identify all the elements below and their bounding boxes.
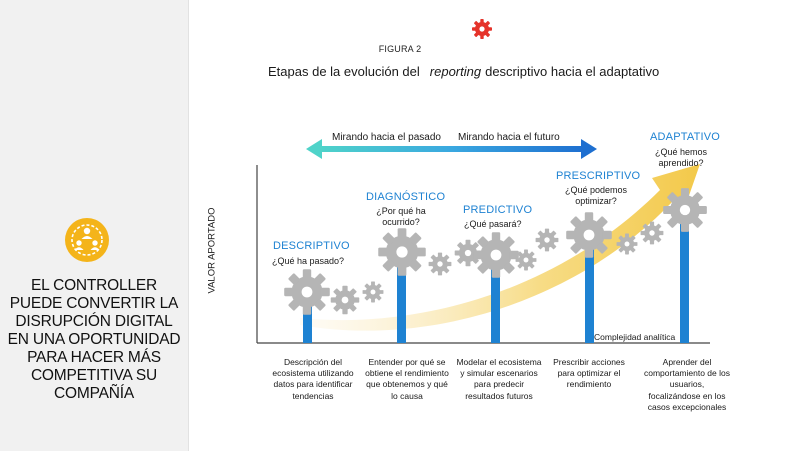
stage-question-predictivo: ¿Qué pasará?	[464, 219, 522, 229]
stage-question-diagnostico: ¿Por qué ha ocurrido?	[376, 206, 426, 227]
stage-name-predictivo: PREDICTIVO	[463, 204, 533, 216]
arrow-label-future: Mirando hacia el futuro	[458, 132, 560, 143]
stage-name-descriptivo: DESCRIPTIVO	[273, 240, 350, 252]
y-axis-label: VALOR APORTADO	[206, 207, 218, 294]
arrow-label-past: Mirando hacia el pasado	[332, 132, 441, 143]
stage-description-descriptivo: Descripción del ecosistema utilizando da…	[272, 357, 354, 401]
axes	[256, 165, 710, 344]
sidebar-statement: EL CONTROLLER PUEDE CONVERTIR LA DISRUPC…	[7, 277, 181, 402]
red-gear-icon	[472, 19, 492, 39]
stage-description-adaptativo: Aprender del comportamiento de los usuar…	[644, 357, 730, 412]
stage-description-predictivo: Modelar el ecosistema y simular escenari…	[456, 357, 542, 401]
timeline-arrow	[306, 139, 597, 159]
bar-diagnostico	[397, 255, 406, 343]
stage-name-prescriptivo: PRESCRIPTIVO	[556, 170, 641, 182]
people-network-icon	[65, 218, 109, 262]
stage-description-diagnostico: Entender por qué se obtiene el rendimien…	[365, 357, 449, 401]
bar-descriptivo	[303, 300, 312, 343]
stage-question-descriptivo: ¿Qué ha pasado?	[272, 256, 345, 266]
stage-question-prescriptivo: ¿Qué podemos optimizar?	[564, 185, 628, 206]
bar-predictivo	[491, 262, 500, 343]
figure-label: FIGURA 2	[378, 44, 422, 54]
stage-question-adaptativo: ¿Qué hemos aprendido?	[654, 147, 708, 168]
x-axis-label: Complejidad analítica	[594, 332, 676, 342]
stage-description-prescriptivo: Prescribir acciones para optimizar el re…	[553, 357, 625, 390]
sidebar-panel: EL CONTROLLER PUEDE CONVERTIR LA DISRUPC…	[0, 0, 189, 451]
stage-bars	[303, 220, 689, 343]
bar-prescriptivo	[585, 242, 594, 343]
stage-name-diagnostico: DIAGNÓSTICO	[366, 191, 446, 203]
stage-name-adaptativo: ADAPTATIVO	[650, 131, 721, 143]
bar-adaptativo	[680, 220, 689, 343]
